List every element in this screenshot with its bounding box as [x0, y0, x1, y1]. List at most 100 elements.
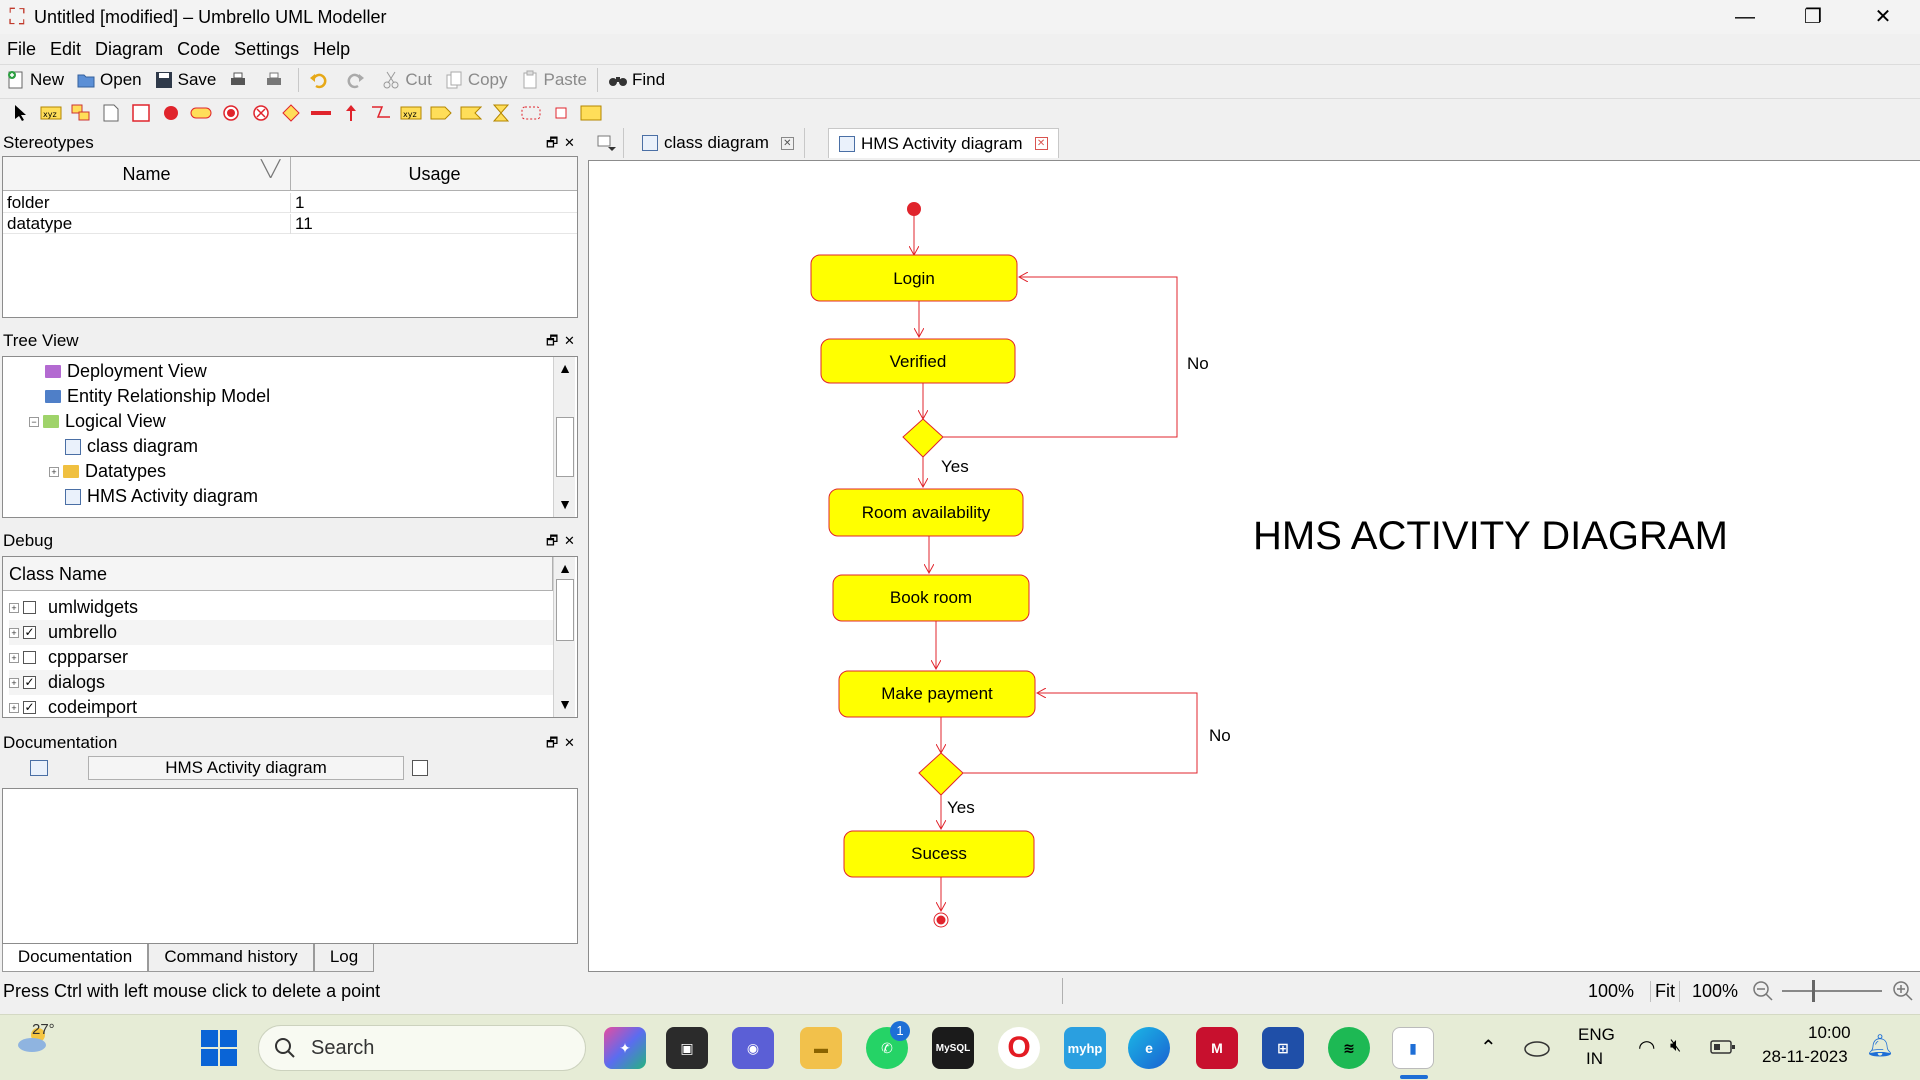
tree-item-deployment-view[interactable]: Deployment View	[45, 359, 207, 384]
volume-muted-icon[interactable]: 🔇︎	[1670, 1035, 1682, 1055]
expand-icon[interactable]: +	[9, 702, 19, 713]
activity-tool[interactable]	[186, 101, 216, 125]
diagram-canvas[interactable]: Login Verified No Yes Room availability …	[588, 160, 1920, 972]
collapse-icon[interactable]: −	[29, 416, 39, 427]
tab-documentation[interactable]: Documentation	[2, 944, 148, 972]
find-button[interactable]: Find	[602, 66, 671, 94]
close-panel-icon[interactable]: ✕	[564, 135, 575, 150]
debug-row-umbrello[interactable]: + ✓ umbrello	[9, 620, 553, 645]
debug-scrollbar[interactable]: ▲ ▼	[553, 557, 575, 717]
new-diagram-tab-button[interactable]	[590, 128, 624, 158]
scroll-up-icon[interactable]: ▲	[558, 360, 572, 376]
show-hidden-icons-chevron-icon[interactable]: ⌃	[1480, 1037, 1497, 1059]
mysql-icon[interactable]: MySQL	[932, 1027, 974, 1069]
accept-signal-tool[interactable]	[456, 101, 486, 125]
debug-checkbox[interactable]: ✓	[23, 700, 36, 714]
expand-icon[interactable]: +	[49, 466, 59, 477]
tab-command-history[interactable]: Command history	[148, 944, 314, 972]
copy-button[interactable]: Copy	[438, 66, 514, 94]
tab-class-diagram[interactable]: class diagram ✕	[632, 128, 805, 158]
tree-item-datatypes[interactable]: + Datatypes	[49, 459, 166, 484]
tree-scrollbar[interactable]: ▲ ▼	[553, 357, 575, 517]
menu-settings[interactable]: Settings	[234, 38, 300, 59]
decision-node-verified[interactable]	[902, 418, 944, 458]
menu-edit[interactable]: Edit	[50, 38, 82, 59]
column-header-name[interactable]: Name ╲╱	[3, 157, 291, 191]
column-header-usage[interactable]: Usage	[291, 157, 577, 191]
scroll-down-icon[interactable]: ▼	[558, 496, 572, 512]
redo-button[interactable]	[339, 66, 375, 94]
documentation-textarea[interactable]	[2, 788, 578, 944]
tab-close-icon[interactable]: ✕	[780, 136, 794, 150]
taskbar-search-box[interactable]: Search	[258, 1025, 586, 1071]
tree-item-class-diagram[interactable]: class diagram	[65, 434, 198, 459]
tree-item-logical-view[interactable]: − Logical View	[29, 409, 166, 434]
table-row[interactable]: datatype 11	[3, 214, 577, 234]
debug-row-umlwidgets[interactable]: + umlwidgets	[9, 595, 138, 620]
zoom-100-button[interactable]: 100%	[1692, 980, 1739, 1001]
time-event-tool[interactable]	[486, 101, 516, 125]
expand-icon[interactable]: +	[9, 677, 19, 688]
close-panel-icon[interactable]: ✕	[564, 735, 575, 750]
debug-checkbox[interactable]: ✓	[23, 625, 36, 639]
zoom-in-icon[interactable]	[1892, 980, 1914, 1002]
tree-item-entity-relationship-model[interactable]: Entity Relationship Model	[45, 384, 270, 409]
clock-time[interactable]: 10:00	[1808, 1023, 1851, 1042]
microsoft-store-icon[interactable]: ⊞	[1262, 1027, 1304, 1069]
windows-start-icon[interactable]	[200, 1029, 238, 1067]
edge-icon[interactable]: e	[1128, 1027, 1170, 1069]
note-tool[interactable]	[96, 101, 126, 125]
initial-node[interactable]	[907, 202, 921, 216]
paste-button[interactable]: Paste	[514, 66, 593, 94]
menu-file[interactable]: File	[7, 38, 37, 59]
float-panel-icon[interactable]: 🗗	[546, 533, 559, 548]
new-button[interactable]: New	[0, 66, 70, 94]
zoom-slider[interactable]	[1782, 980, 1882, 1002]
activity-make-payment[interactable]: Make payment	[838, 670, 1036, 718]
tree-item-hms-activity-diagram[interactable]: HMS Activity diagram	[65, 484, 258, 509]
fit-button[interactable]: Fit	[1650, 980, 1680, 1002]
column-header-class-name[interactable]: Class Name	[3, 557, 553, 591]
mcafee-icon[interactable]: M	[1196, 1027, 1238, 1069]
decision-node-payment[interactable]	[918, 752, 964, 796]
control-flow-tool[interactable]	[336, 101, 366, 125]
box-tool[interactable]	[126, 101, 156, 125]
initial-activity-tool[interactable]	[156, 101, 186, 125]
save-button[interactable]: Save	[148, 66, 223, 94]
task-view-icon[interactable]: ▣	[666, 1027, 708, 1069]
battery-icon[interactable]	[1710, 1039, 1736, 1055]
documentation-name-field[interactable]: HMS Activity diagram	[88, 756, 404, 780]
tab-close-icon[interactable]: ✕	[1034, 137, 1048, 150]
menu-diagram[interactable]: Diagram	[95, 38, 164, 59]
zoom-slider-handle[interactable]	[1812, 980, 1815, 1002]
menu-code[interactable]: Code	[177, 38, 221, 59]
flow-decision-no-to-login[interactable]	[941, 277, 1178, 438]
notification-bell-icon[interactable]: 🔔︎	[1866, 1033, 1894, 1058]
undo-button[interactable]	[303, 66, 339, 94]
tab-log[interactable]: Log	[314, 944, 374, 972]
cut-button[interactable]: Cut	[375, 66, 437, 94]
open-button[interactable]: Open	[70, 66, 148, 94]
minimize-button[interactable]: —	[1735, 6, 1755, 28]
debug-row-codeimport[interactable]: + ✓ codeimport	[9, 695, 137, 717]
wifi-icon[interactable]: ◠	[1638, 1037, 1656, 1059]
language-indicator[interactable]: ENG	[1578, 1025, 1615, 1044]
scroll-thumb[interactable]	[556, 579, 574, 641]
menu-help[interactable]: Help	[313, 38, 351, 59]
object-node-tool[interactable]: xyz	[396, 101, 426, 125]
file-explorer-icon[interactable]: ▬	[800, 1027, 842, 1069]
box-group-tool[interactable]	[66, 101, 96, 125]
expand-icon[interactable]: +	[9, 627, 19, 638]
end-activity-tool[interactable]	[216, 101, 246, 125]
fork-tool[interactable]	[306, 101, 336, 125]
tab-hms-activity-diagram[interactable]: HMS Activity diagram ✕	[828, 128, 1059, 158]
text-tool[interactable]: xyz	[36, 101, 66, 125]
copilot-icon[interactable]: ✦	[604, 1027, 646, 1069]
activity-room-availability[interactable]: Room availability	[828, 488, 1024, 537]
close-button[interactable]: ✕	[1874, 6, 1892, 28]
flow-decision-no-to-payment[interactable]	[963, 693, 1198, 774]
send-signal-tool[interactable]	[426, 101, 456, 125]
region-tool[interactable]	[516, 101, 546, 125]
scroll-down-icon[interactable]: ▼	[558, 696, 572, 712]
myhp-icon[interactable]: myhp	[1064, 1027, 1106, 1069]
